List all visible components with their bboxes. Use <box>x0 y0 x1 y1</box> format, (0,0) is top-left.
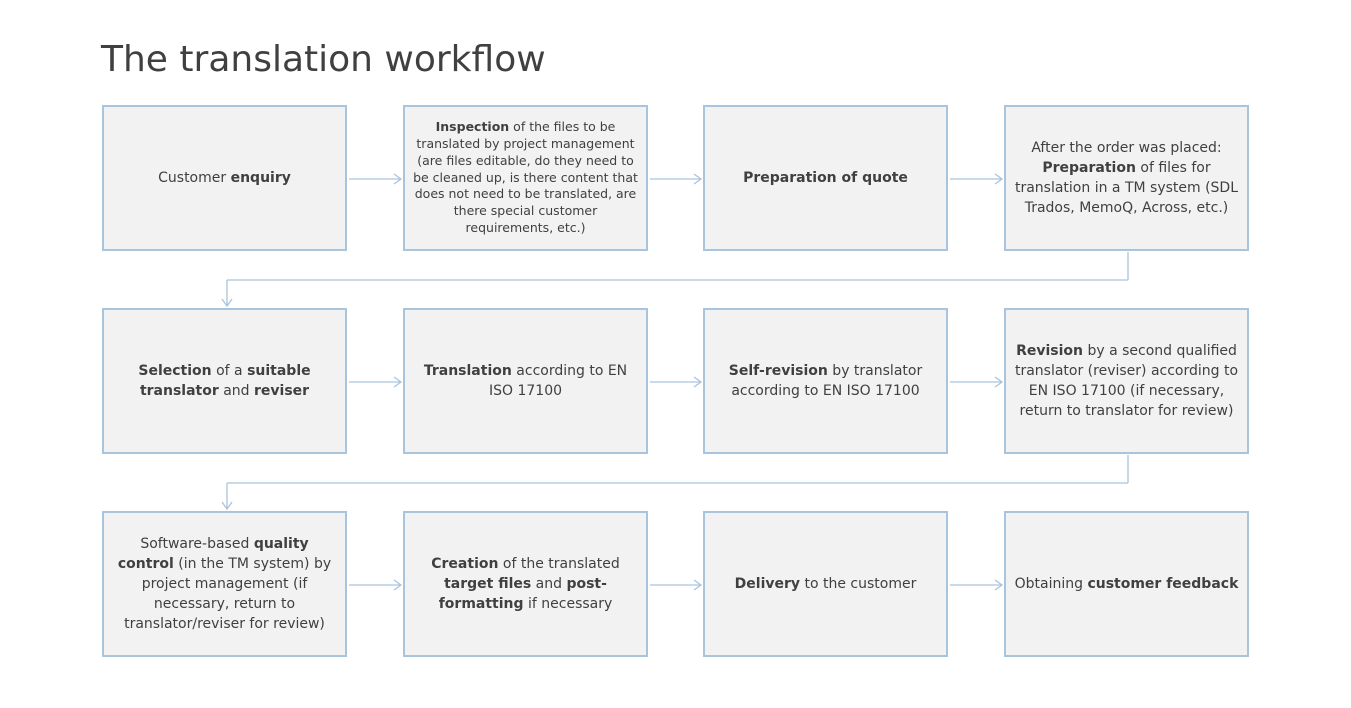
workflow-step-text: Self-revision by translator according to… <box>713 361 938 401</box>
workflow-step-text: Inspection of the files to be translated… <box>413 119 638 237</box>
workflow-step-text: Selection of a suitable translator and r… <box>112 361 337 401</box>
arrow-head <box>393 173 403 185</box>
step-text: of a <box>211 363 248 379</box>
workflow-step-text: After the order was placed: Preparation … <box>1014 138 1239 218</box>
page-title: The translation workflow <box>101 39 546 80</box>
workflow-step-7: Self-revision by translator according to… <box>703 308 948 454</box>
arrow-head <box>994 579 1004 591</box>
wrap-arrow-head <box>221 501 233 511</box>
workflow-step-text: Creation of the translated target files … <box>413 554 638 614</box>
step-text: (in the TM system) by project management… <box>124 556 332 632</box>
step-text: by a second qualified translator (revise… <box>1014 343 1239 419</box>
arrow-head <box>693 579 703 591</box>
workflow-step-text: Revision by a second qualified translato… <box>1014 341 1239 421</box>
step-text-bold: enquiry <box>230 170 291 186</box>
workflow-step-11: Delivery to the customer <box>703 511 948 657</box>
arrow-head <box>693 376 703 388</box>
wrap-arrow-head <box>221 298 233 308</box>
step-text: Customer <box>158 170 231 186</box>
step-text-bold: Preparation <box>1042 160 1136 176</box>
step-text: and <box>531 576 567 592</box>
workflow-step-2: Inspection of the files to be translated… <box>403 105 648 251</box>
workflow-step-6: Translation according to EN ISO 17100 <box>403 308 648 454</box>
arrow-head <box>994 173 1004 185</box>
workflow-step-text: Preparation of quote <box>743 168 908 188</box>
step-text: Software-based <box>140 536 254 552</box>
step-text: and <box>218 383 254 399</box>
workflow-step-text: Customer enquiry <box>158 168 291 188</box>
step-text-bold: Inspection <box>435 119 510 135</box>
step-text-bold: target files <box>444 576 532 592</box>
step-text-bold: Delivery <box>734 576 801 592</box>
step-text-bold: Selection <box>138 363 212 379</box>
workflow-step-9: Software-based quality control (in the T… <box>102 511 347 657</box>
workflow-step-12: Obtaining customer feedback <box>1004 511 1249 657</box>
step-text: of the translated <box>498 556 620 572</box>
step-text-bold: Self-revision <box>728 363 828 379</box>
workflow-step-1: Customer enquiry <box>102 105 347 251</box>
workflow-step-4: After the order was placed: Preparation … <box>1004 105 1249 251</box>
workflow-step-5: Selection of a suitable translator and r… <box>102 308 347 454</box>
workflow-step-8: Revision by a second qualified translato… <box>1004 308 1249 454</box>
workflow-step-10: Creation of the translated target files … <box>403 511 648 657</box>
step-text: by translator according to EN ISO 17100 <box>731 363 923 399</box>
step-text-bold: Preparation of quote <box>743 170 908 186</box>
workflow-step-text: Obtaining customer feedback <box>1015 574 1239 594</box>
step-text-bold: Creation <box>431 556 499 572</box>
step-text: Obtaining <box>1014 576 1088 592</box>
arrow-head <box>994 376 1004 388</box>
step-text-bold: reviser <box>254 383 310 399</box>
step-text-bold: Translation <box>423 363 512 379</box>
workflow-step-text: Translation according to EN ISO 17100 <box>413 361 638 401</box>
step-text: of files for translation in a TM system … <box>1014 160 1239 216</box>
workflow-step-text: Delivery to the customer <box>735 574 917 594</box>
step-text: of the files to be translated by project… <box>413 119 638 235</box>
step-text: to the customer <box>800 576 917 592</box>
workflow-step-text: Software-based quality control (in the T… <box>112 534 337 634</box>
arrow-head <box>393 579 403 591</box>
step-text-bold: post-formatting <box>438 576 607 612</box>
step-text-bold: customer feedback <box>1087 576 1239 592</box>
step-text-bold: Revision <box>1016 343 1083 359</box>
step-text-bold: quality control <box>117 536 309 572</box>
workflow-step-3: Preparation of quote <box>703 105 948 251</box>
step-text: After the order was placed: <box>1031 140 1222 156</box>
arrow-head <box>393 376 403 388</box>
step-text: according to EN ISO 17100 <box>488 363 628 399</box>
step-text: if necessary <box>523 596 613 612</box>
arrow-head <box>693 173 703 185</box>
step-text-bold: suitable translator <box>139 363 311 399</box>
